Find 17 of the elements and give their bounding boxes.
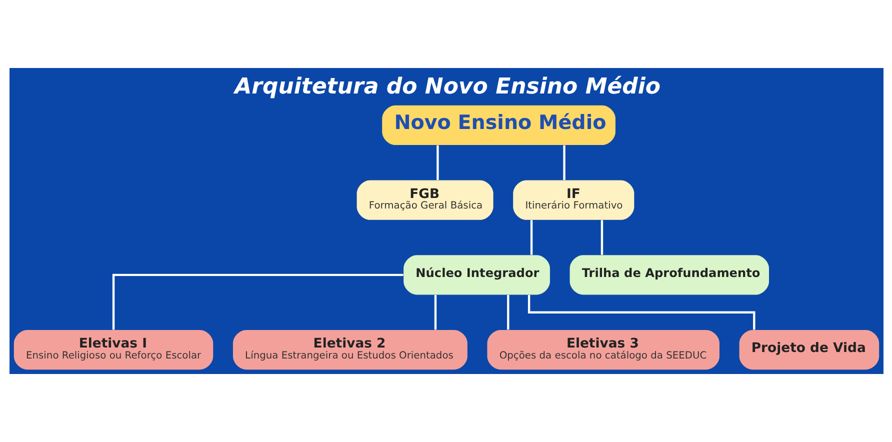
node-box: FGB Formação Geral Básica <box>356 180 493 220</box>
node-box: Projeto de Vida <box>738 330 879 370</box>
connector <box>530 220 532 255</box>
diagram-title: Arquitetura do Novo Ensino Médio <box>234 74 660 100</box>
node-box: Eletivas 2 Língua Estrangeira ou Estudos Orientados <box>232 330 467 370</box>
connector <box>600 220 603 255</box>
node-box: Eletivas 3 Opções da escola no catálogo da SEEDUC <box>486 330 719 370</box>
node-box: Eletivas I Ensino Religioso ou Reforço Escolar <box>13 330 213 370</box>
connector <box>434 295 436 330</box>
node-box: Trilha de Aprofundamento <box>569 255 768 295</box>
connector <box>436 145 438 180</box>
node-box: Núcleo Integrador <box>403 255 550 295</box>
connector <box>112 274 403 330</box>
node-box: Novo Ensino Médio <box>382 105 615 146</box>
node-box: IF Itinerário Formativo <box>512 180 634 220</box>
connector <box>506 295 509 330</box>
connector <box>562 145 565 180</box>
